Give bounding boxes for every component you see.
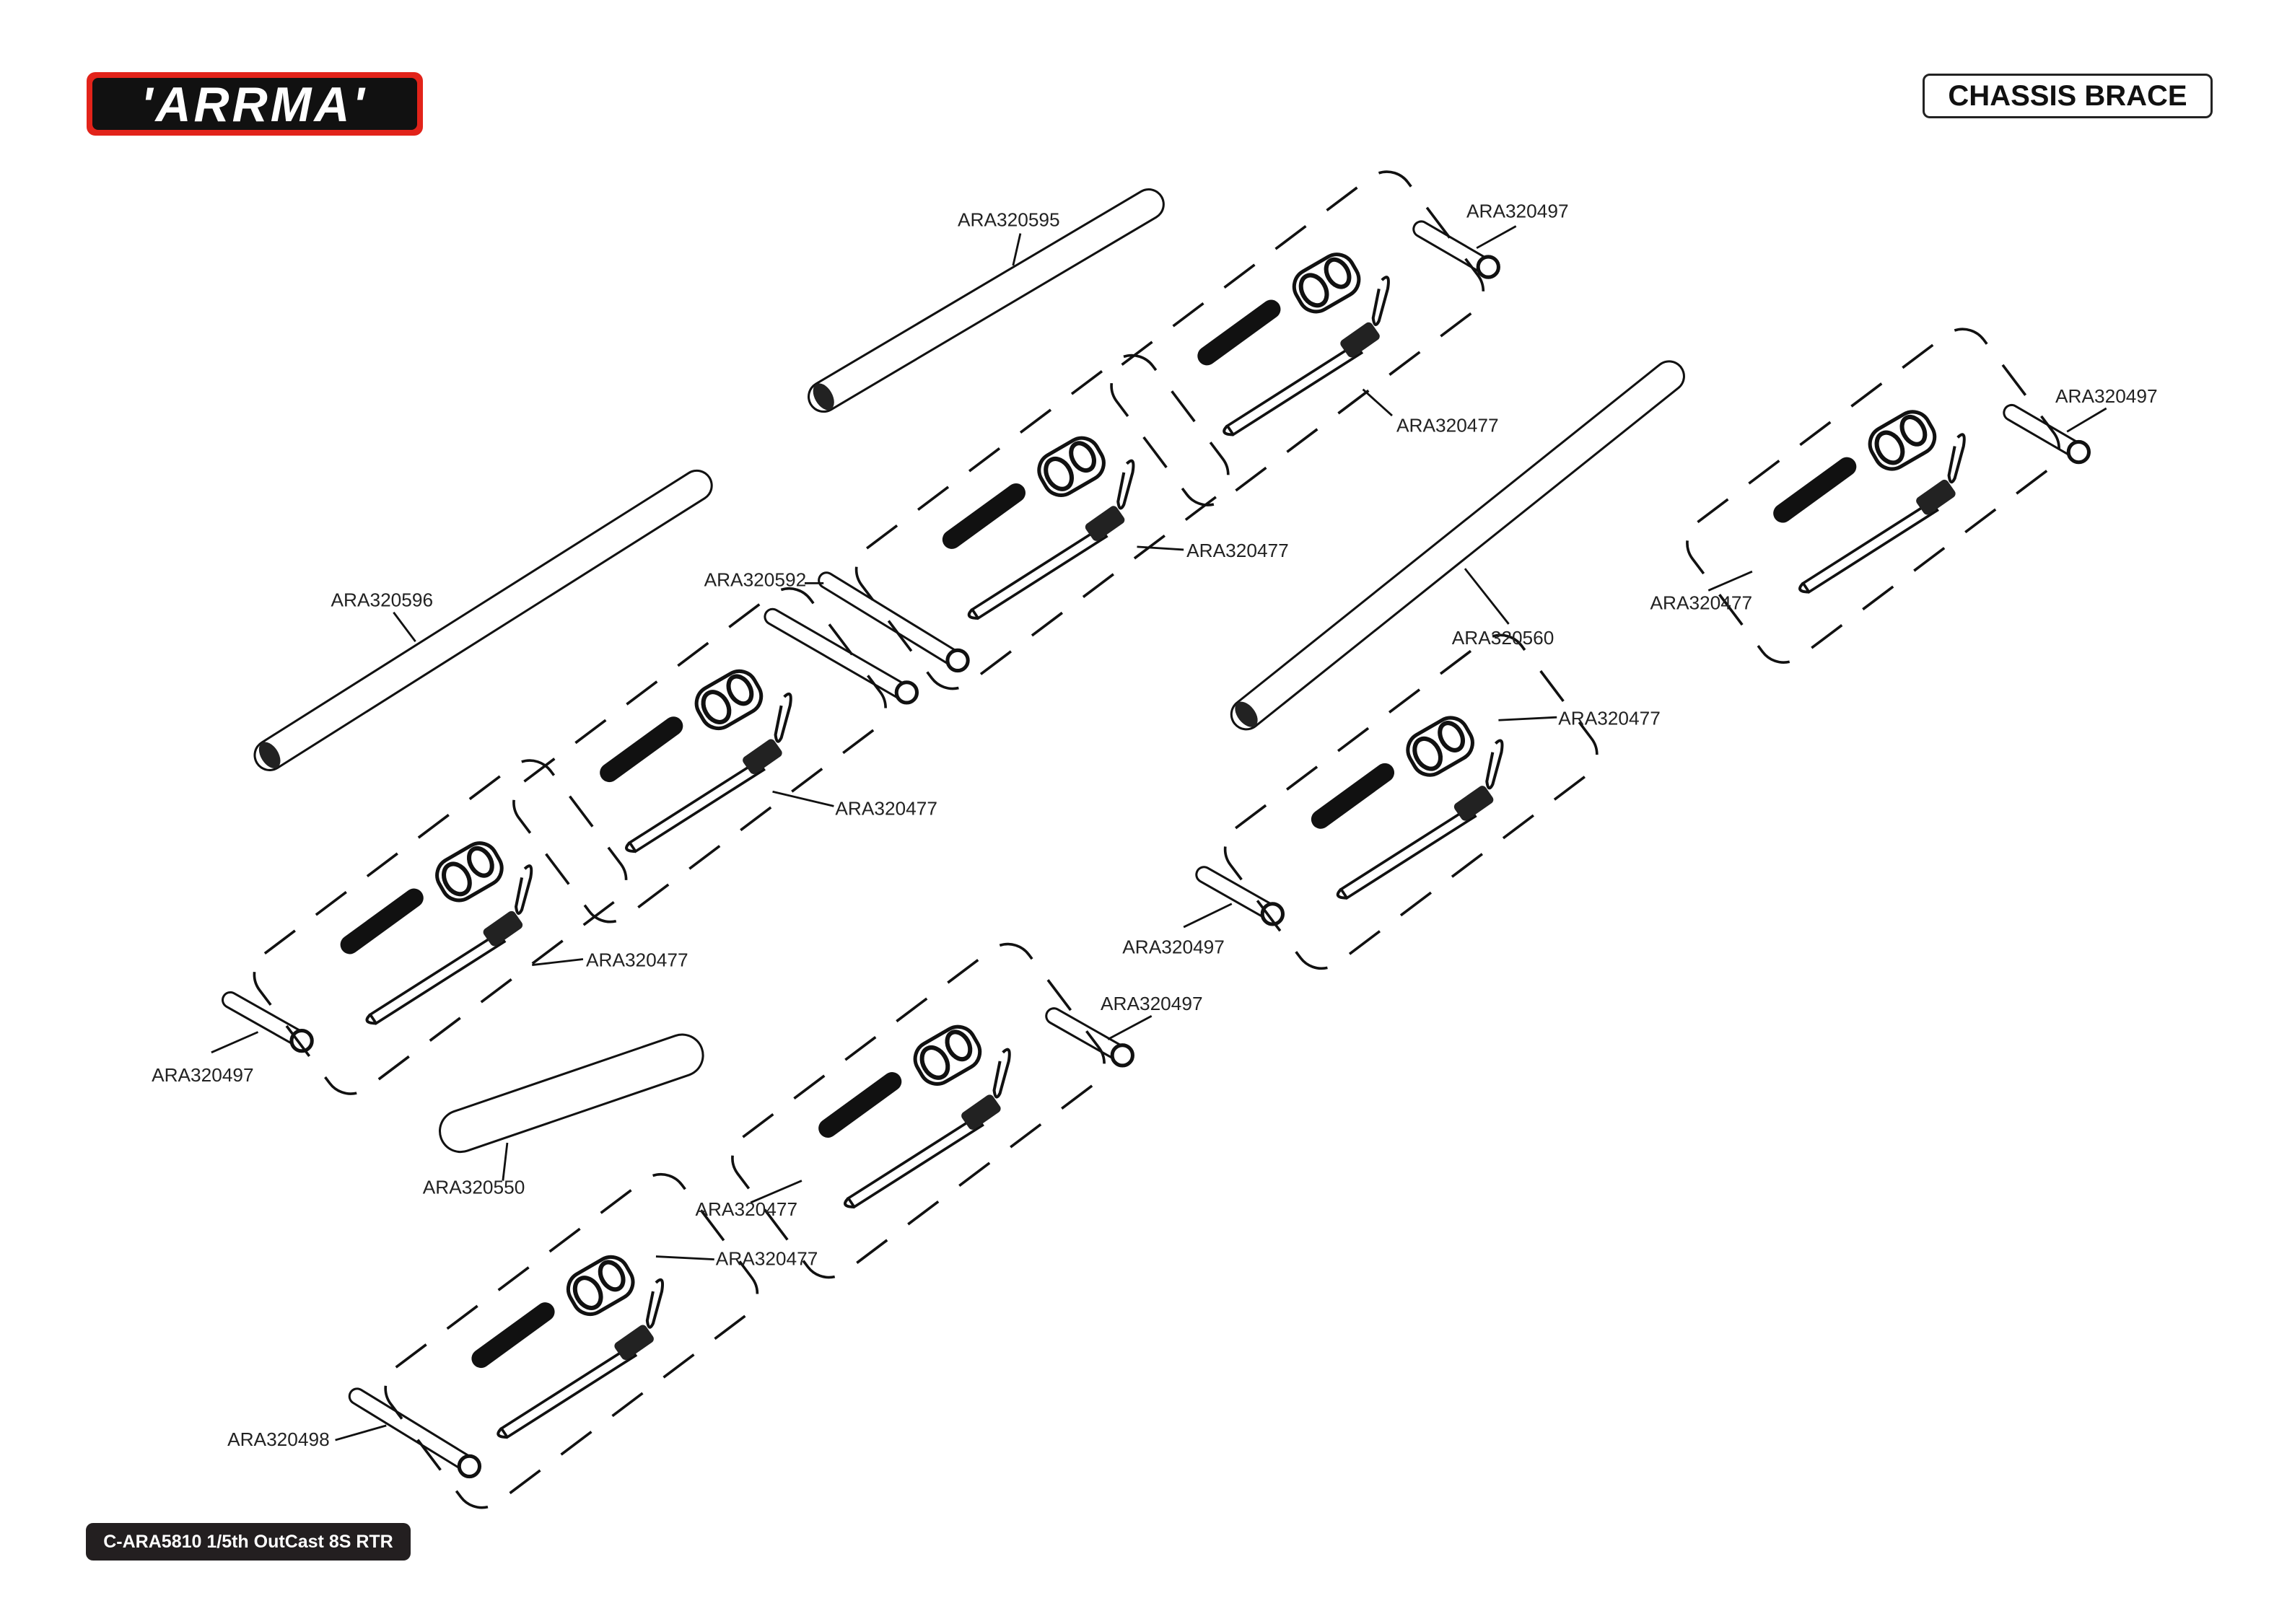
- rod-end-group: [846, 345, 1238, 699]
- part-label: ARA320596: [331, 589, 434, 611]
- pin-ara320498: [348, 1387, 482, 1479]
- part-label: ARA320477: [1396, 414, 1499, 436]
- part-label: ARA320477: [586, 949, 688, 971]
- shaft-ara320595: [808, 188, 1165, 413]
- part-label: ARA320477: [835, 798, 937, 820]
- part-label: ARA320477: [1650, 592, 1752, 614]
- part-label: ARA320477: [695, 1198, 797, 1220]
- part-label: ARA320550: [423, 1177, 525, 1198]
- arrma-logo: 'ARRMA': [84, 69, 426, 139]
- pin-ara320592-a: [818, 571, 970, 673]
- part-label: ARA320477: [1558, 707, 1661, 729]
- shaft-ara320560: [1230, 360, 1685, 731]
- part-label: ARA320497: [1466, 200, 1569, 221]
- rod-end-group: [1676, 319, 2069, 673]
- pin-ara320497-top: [1412, 220, 1500, 279]
- section-title: CHASSIS BRACE: [1923, 74, 2213, 118]
- shaft-ara320596: [253, 469, 713, 771]
- pin-ara320497-right: [2003, 403, 2091, 465]
- part-label: ARA320497: [152, 1064, 254, 1086]
- leader-lines: [211, 225, 2107, 1441]
- shaft-ara320550: [438, 1033, 704, 1154]
- part-label: ARA320497: [1101, 993, 1203, 1014]
- rod-end-group: [722, 934, 1114, 1288]
- part-label: ARA320592: [704, 569, 807, 590]
- part-label: ARA320497: [1122, 936, 1225, 957]
- part-label: ARA320595: [958, 209, 1060, 231]
- part-label: ARA320498: [227, 1428, 330, 1450]
- pin-ara320497-mid: [1195, 866, 1285, 926]
- pin-ara320592-b: [764, 607, 919, 705]
- model-footer-badge: C-ARA5810 1/5th OutCast 8S RTR: [86, 1523, 411, 1561]
- part-label: ARA320497: [2055, 385, 2158, 407]
- svg-text:'ARRMA': 'ARRMA': [141, 77, 367, 132]
- pin-ara320497-lower: [1045, 1007, 1134, 1068]
- part-label: ARA320560: [1452, 627, 1554, 649]
- pin-ara320497-left: [222, 991, 314, 1053]
- part-label: ARA320477: [716, 1248, 818, 1270]
- part-label: ARA320477: [1186, 540, 1289, 561]
- rod-end-group: [503, 578, 896, 932]
